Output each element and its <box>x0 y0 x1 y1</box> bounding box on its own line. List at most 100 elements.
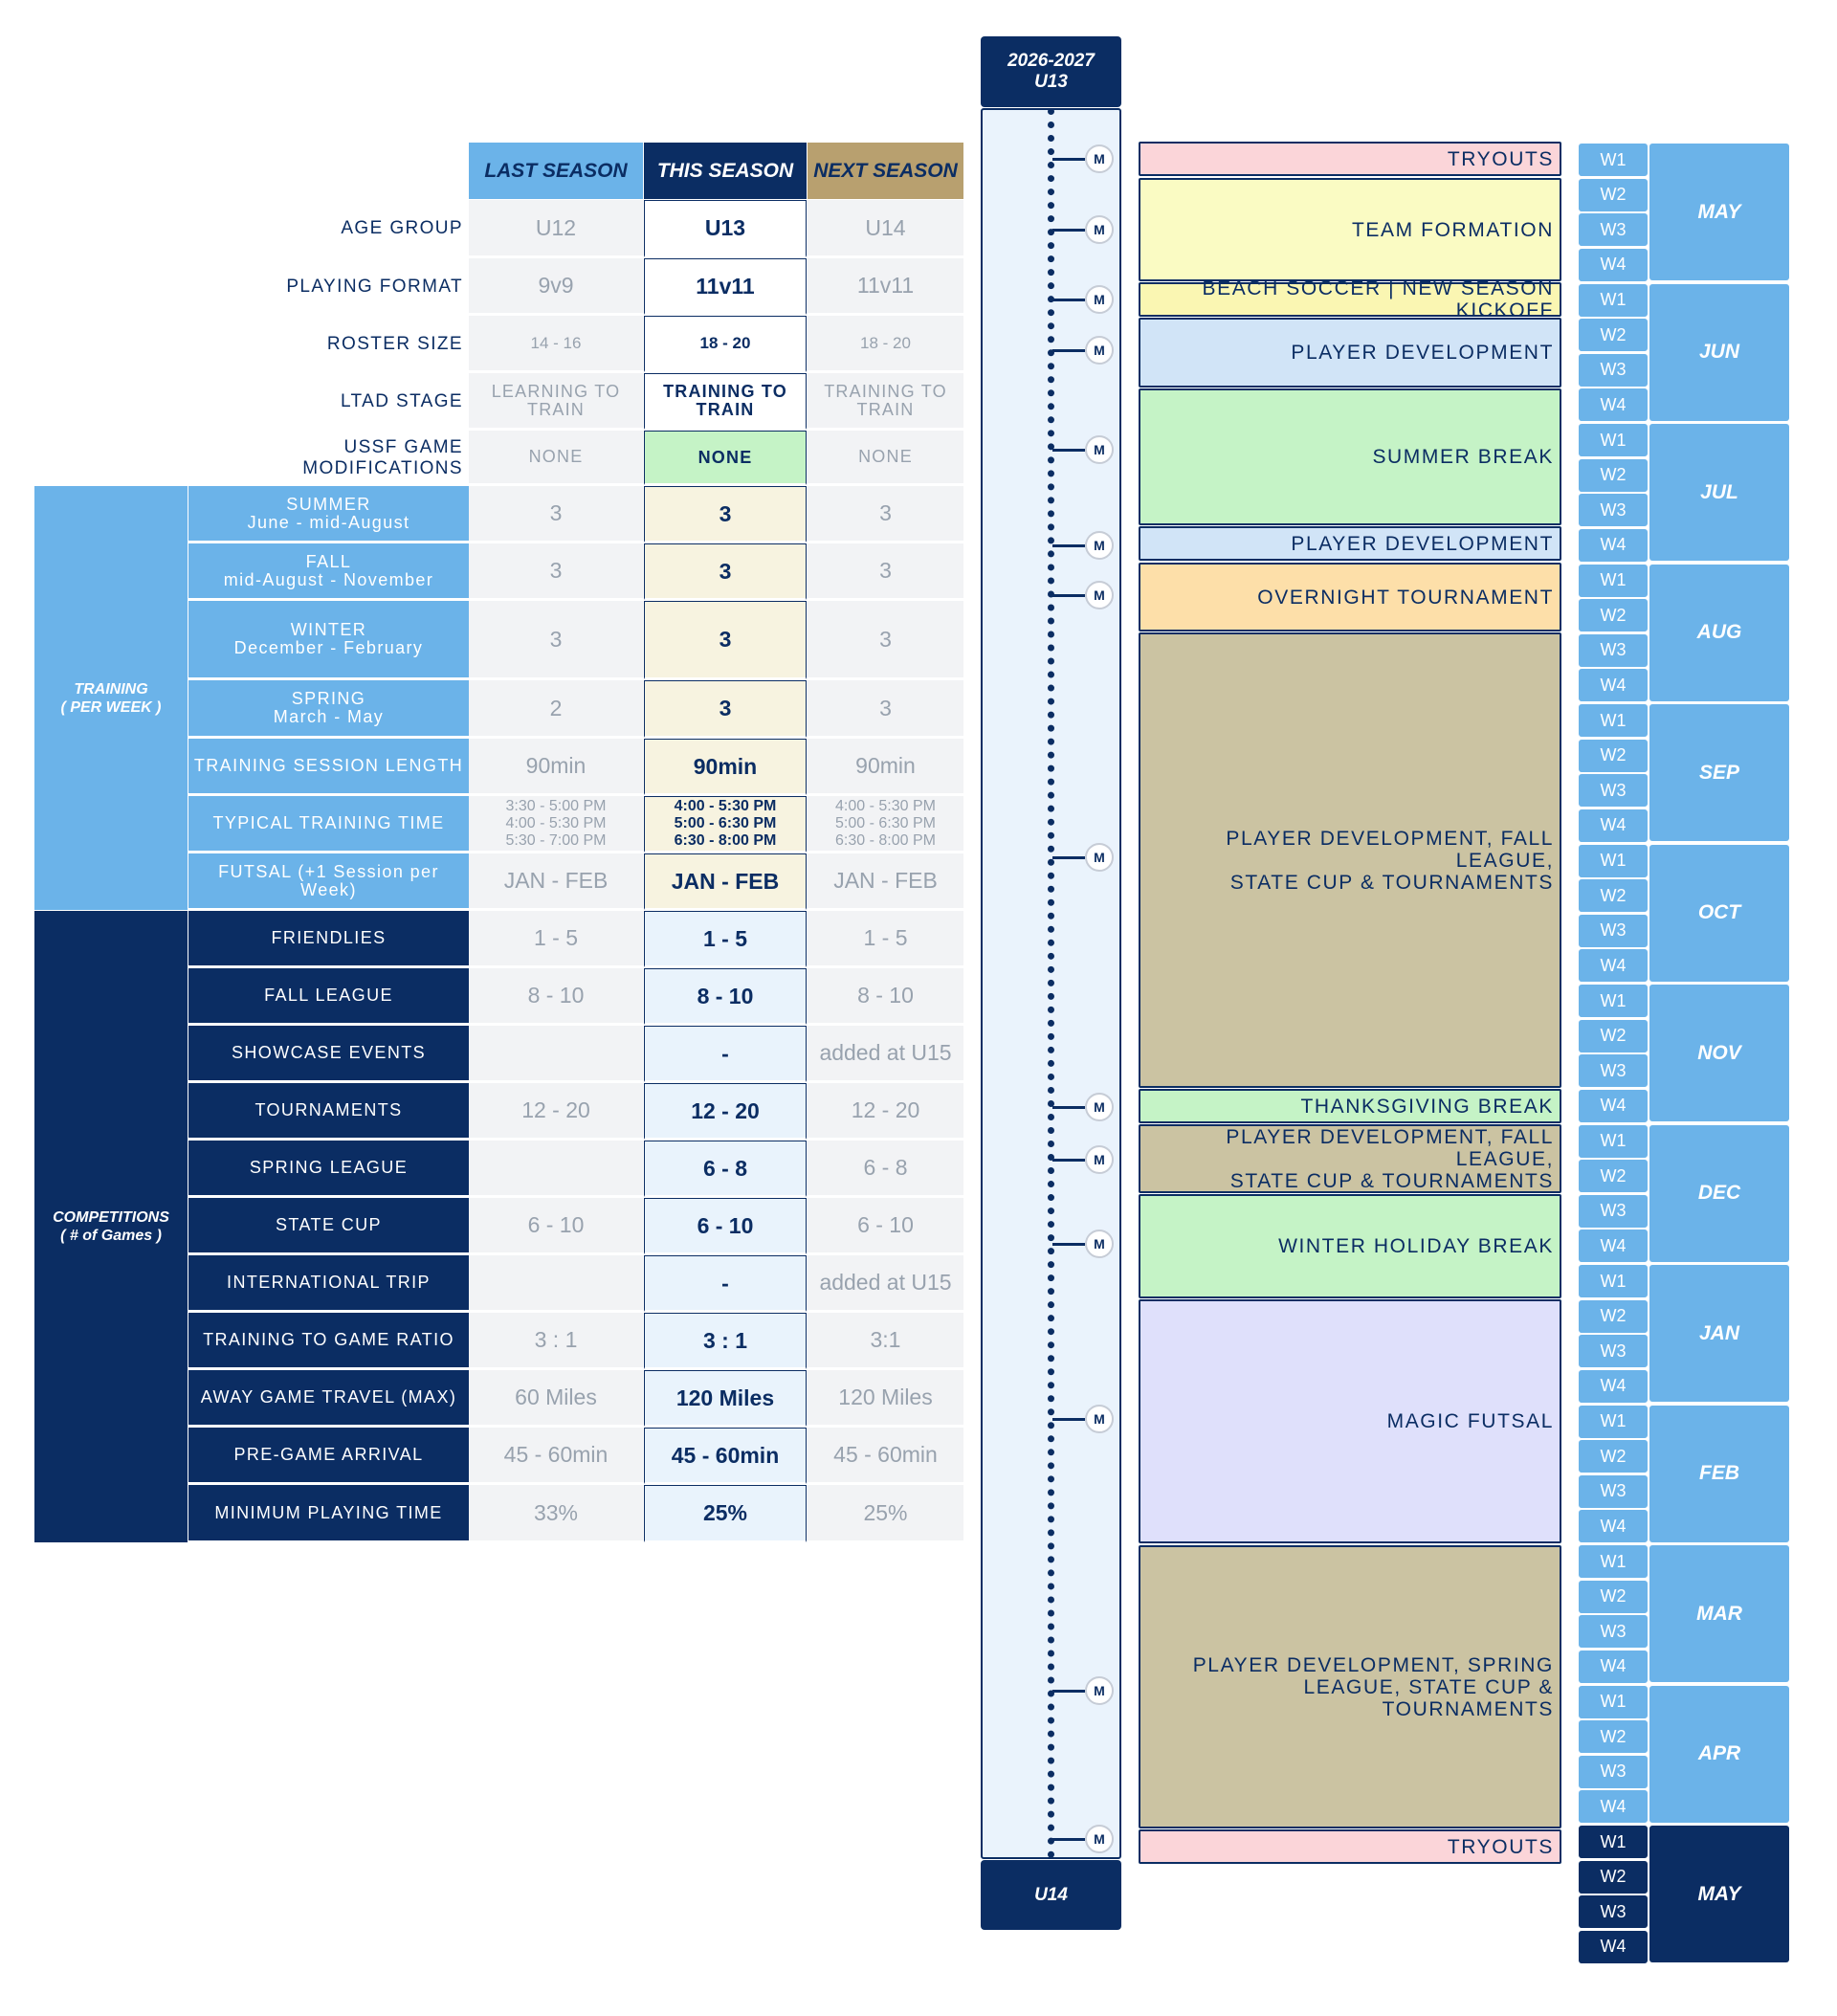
length-this-value: 90min <box>644 739 807 795</box>
competitions-group-text: COMPETITIONS ( # of Games ) <box>53 1209 169 1244</box>
week-label: W1 <box>1579 985 1648 1017</box>
winter-next-value: 3 <box>808 601 963 679</box>
club-badge-icon: M <box>1085 1230 1114 1258</box>
arrival-last-value: 45 - 60min <box>469 1428 643 1484</box>
tournaments-last-value: 12 - 20 <box>469 1083 643 1140</box>
roster-last-value: 14 - 16 <box>469 316 643 372</box>
comp-tournaments-label: TOURNAMENTS <box>188 1083 469 1140</box>
week-label: W4 <box>1579 1369 1648 1403</box>
week-label: W2 <box>1579 1580 1648 1613</box>
timeline-dotted-line <box>1048 108 1054 1859</box>
training-group-text: TRAINING ( PER WEEK ) <box>60 680 162 716</box>
state-cup-last-value: 6 - 10 <box>469 1198 643 1254</box>
week-label: W3 <box>1579 1474 1648 1508</box>
month-label: MAY <box>1649 1826 1789 1962</box>
club-badge-icon: M <box>1085 285 1114 314</box>
state-cup-this-value: 6 - 10 <box>644 1198 807 1254</box>
summer-last-value: 3 <box>469 486 643 543</box>
ltad-last-value: LEARNING TO TRAIN <box>469 373 643 430</box>
header-this-season: THIS SEASON <box>644 143 807 199</box>
week-label: W1 <box>1579 424 1648 456</box>
event-block: PLAYER DEVELOPMENT <box>1139 318 1561 388</box>
comp-state-cup-label: STATE CUP <box>188 1198 469 1254</box>
timeline-tick <box>1052 544 1085 547</box>
week-label: W4 <box>1579 809 1648 842</box>
month-label: SEP <box>1649 704 1789 841</box>
roster-next-value: 18 - 20 <box>808 316 963 372</box>
spring-this-value: 3 <box>644 680 807 738</box>
week-label: W3 <box>1579 1755 1648 1788</box>
event-block: PLAYER DEVELOPMENT, FALL LEAGUE, STATE C… <box>1139 1124 1561 1193</box>
header-next-season: NEXT SEASON <box>808 143 963 199</box>
week-label: W3 <box>1579 1895 1648 1929</box>
training-fall-label: FALL mid-August - November <box>188 543 469 600</box>
fall-last-value: 3 <box>469 543 643 600</box>
month-label: JAN <box>1649 1265 1789 1402</box>
min-time-last-value: 33% <box>469 1485 643 1542</box>
timeline-bottom-label: U14 <box>981 1860 1121 1930</box>
event-label: TRYOUTS <box>1447 147 1554 170</box>
format-last-value: 9v9 <box>469 258 643 315</box>
event-label: TRYOUTS <box>1447 1835 1554 1858</box>
week-label: W1 <box>1579 1826 1648 1858</box>
week-label: W3 <box>1579 1194 1648 1228</box>
week-label: W4 <box>1579 1230 1648 1263</box>
event-block: SUMMER BREAK <box>1139 388 1561 525</box>
timeline-top-label: 2026-2027 U13 <box>981 36 1121 107</box>
month-label: MAR <box>1649 1545 1789 1682</box>
week-label: W3 <box>1579 774 1648 808</box>
month-label: MAY <box>1649 144 1789 280</box>
training-time-label: TYPICAL TRAINING TIME <box>188 796 469 853</box>
min-time-next-value: 25% <box>808 1485 963 1542</box>
tournaments-next-value: 12 - 20 <box>808 1083 963 1140</box>
week-label: W3 <box>1579 914 1648 947</box>
summer-this-value: 3 <box>644 486 807 543</box>
week-label: W2 <box>1579 1299 1648 1333</box>
week-label: W4 <box>1579 1790 1648 1824</box>
spring-next-value: 3 <box>808 680 963 738</box>
week-label: W2 <box>1579 739 1648 772</box>
fall-this-value: 3 <box>644 543 807 600</box>
timeline-tick <box>1052 349 1085 352</box>
week-label: W4 <box>1579 248 1648 281</box>
winter-last-value: 3 <box>469 601 643 679</box>
comp-arrival-label: PRE-GAME ARRIVAL <box>188 1428 469 1484</box>
week-label: W3 <box>1579 353 1648 387</box>
event-block: PLAYER DEVELOPMENT <box>1139 526 1561 561</box>
event-block: BEACH SOCCER | NEW SEASON KICKOFF <box>1139 277 1561 321</box>
timeline-tick <box>1052 449 1085 452</box>
intl-next-value: added at U15 <box>808 1255 963 1312</box>
travel-next-value: 120 Miles <box>808 1370 963 1427</box>
roster-this-value: 18 - 20 <box>644 316 807 372</box>
month-label: NOV <box>1649 985 1789 1121</box>
club-badge-icon: M <box>1085 843 1114 872</box>
week-label: W3 <box>1579 1335 1648 1368</box>
friendlies-last-value: 1 - 5 <box>469 911 643 967</box>
ussf-next-value: NONE <box>808 431 963 485</box>
timeline-tick <box>1052 1418 1085 1421</box>
month-label: AUG <box>1649 564 1789 701</box>
club-badge-icon: M <box>1085 215 1114 244</box>
travel-last-value: 60 Miles <box>469 1370 643 1427</box>
futsal-next-value: JAN - FEB <box>808 853 963 910</box>
week-label: W1 <box>1579 564 1648 597</box>
month-label: DEC <box>1649 1124 1789 1262</box>
ltad-label: LTAD STAGE <box>340 390 463 411</box>
timeline-tick <box>1052 1106 1085 1109</box>
week-label: W4 <box>1579 949 1648 983</box>
week-label: W2 <box>1579 1440 1648 1473</box>
comp-fall-league-label: FALL LEAGUE <box>188 968 469 1025</box>
ratio-next-value: 3:1 <box>808 1313 963 1369</box>
month-label: APR <box>1649 1685 1789 1823</box>
week-label: W4 <box>1579 669 1648 702</box>
tournaments-this-value: 12 - 20 <box>644 1083 807 1140</box>
friendlies-next-value: 1 - 5 <box>808 911 963 967</box>
week-label: W3 <box>1579 1615 1648 1649</box>
month-label: FEB <box>1649 1405 1789 1542</box>
ussf-last-value: NONE <box>469 431 643 485</box>
week-label: W2 <box>1579 1160 1648 1193</box>
week-label: W1 <box>1579 283 1648 317</box>
timeline-tick <box>1052 229 1085 232</box>
training-winter-label: WINTER December - February <box>188 601 469 679</box>
fall-league-next-value: 8 - 10 <box>808 968 963 1025</box>
